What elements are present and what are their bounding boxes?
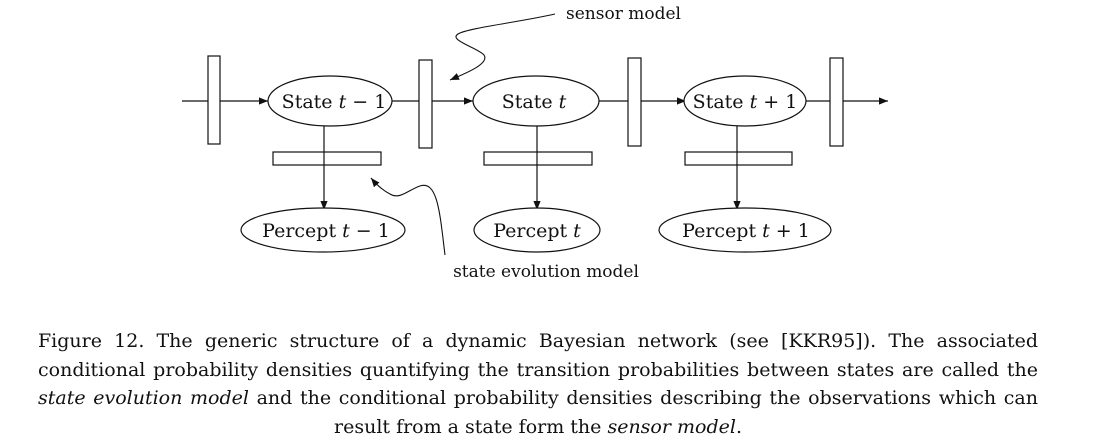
- dbn-diagram: State t − 1 State t State t + 1 Percept …: [182, 4, 888, 282]
- percept-node-3: [658, 207, 832, 253]
- state-node-2: [472, 75, 600, 127]
- caption-emphasis-sensor: sensor model: [607, 415, 736, 438]
- sensor-model-pointer: [449, 13, 556, 81]
- observation-arrows: [320, 126, 741, 210]
- percept-labels: Percept t − 1 Percept t Percept t + 1: [262, 220, 810, 242]
- state-nodes: [267, 75, 807, 127]
- sensor-model-label: sensor model: [566, 4, 681, 24]
- sensor-factors: [272, 151, 793, 166]
- state-labels: State t − 1 State t State t + 1: [282, 91, 798, 113]
- state-node-3: [683, 75, 807, 127]
- percept-label-1: Percept t − 1: [262, 220, 390, 242]
- state-evolution-pointer: [370, 177, 446, 256]
- caption-text-2: and the conditional probability densitie…: [248, 387, 1038, 438]
- figure-caption: Figure 12. The generic structure of a dy…: [38, 327, 1038, 441]
- state-label-3: State t + 1: [693, 91, 798, 113]
- caption-emphasis-state-evolution: state evolution model: [38, 387, 249, 409]
- caption-text-1: Figure 12. The generic structure of a dy…: [38, 330, 1038, 381]
- transition-factor-2: [418, 59, 433, 149]
- percept-node-1: [240, 207, 406, 253]
- sensor-factor-1: [272, 151, 382, 166]
- percept-nodes: [240, 207, 832, 253]
- percept-node-2: [473, 207, 601, 253]
- state-label-2: State t: [502, 91, 567, 113]
- transition-factor-3: [627, 57, 642, 147]
- state-evolution-label: state evolution model: [453, 262, 639, 282]
- transition-factor-1: [207, 55, 221, 145]
- state-label-1: State t − 1: [282, 91, 387, 113]
- state-node-1: [267, 75, 393, 127]
- sensor-factor-3: [684, 151, 793, 166]
- percept-label-2: Percept t: [493, 220, 581, 242]
- percept-label-3: Percept t + 1: [682, 220, 810, 242]
- caption-text-3: .: [735, 415, 742, 438]
- transition-factors: [207, 55, 844, 149]
- transition-factor-4: [829, 57, 844, 147]
- sensor-factor-2: [483, 151, 593, 166]
